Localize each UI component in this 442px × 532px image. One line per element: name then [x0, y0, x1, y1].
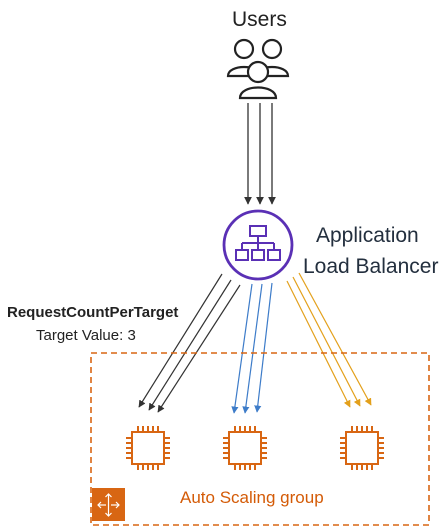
load-balancer-icon	[222, 209, 294, 281]
users-icon	[226, 38, 290, 100]
users-label: Users	[232, 8, 287, 31]
load-balancer-label: Application Load Balancer	[303, 220, 438, 282]
ec2-instance-icon	[340, 426, 384, 470]
scaling-target-value: Target Value: 3	[36, 327, 136, 344]
auto-scaling-group-label: Auto Scaling group	[180, 488, 324, 507]
alb-to-instance-1-arrows	[138, 273, 241, 413]
alb-to-instance-2-arrows	[231, 282, 273, 414]
ec2-instance-icon	[126, 426, 170, 470]
auto-scaling-group-border	[90, 352, 430, 526]
users-to-alb-arrows	[244, 103, 276, 205]
alb-to-instance-3-arrows	[286, 272, 372, 408]
scaling-metric-name: RequestCountPerTarget	[7, 304, 179, 321]
auto-scaling-group-icon	[92, 488, 125, 521]
ec2-instance-icon	[223, 426, 267, 470]
load-balancer-label-line1: Application	[316, 224, 419, 247]
load-balancer-label-line2: Load Balancer	[303, 255, 439, 278]
